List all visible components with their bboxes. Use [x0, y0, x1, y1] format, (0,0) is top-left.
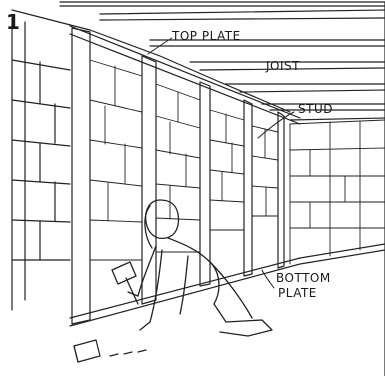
nail-box: [74, 340, 146, 362]
label-top-plate: TOP PLATE: [172, 30, 241, 42]
back-wall-blocks: [90, 60, 278, 260]
stud-4: [244, 100, 252, 276]
bottom-plate: [70, 244, 385, 326]
person-kneeling: [112, 200, 272, 336]
left-wall: [12, 18, 70, 310]
stud-5: [278, 112, 284, 268]
label-stud: STUD: [298, 103, 333, 115]
ceiling-joists: [12, 2, 385, 376]
figure-number: 1: [6, 12, 20, 32]
stud-2: [142, 56, 156, 304]
label-joist: JOIST: [266, 60, 300, 72]
stud-1: [72, 28, 90, 324]
label-bottom-plate-line1: BOTTOM: [276, 272, 331, 284]
end-wall: [290, 120, 385, 264]
label-bottom-plate-line2: PLATE: [278, 287, 317, 299]
label-leaders: [148, 38, 294, 288]
